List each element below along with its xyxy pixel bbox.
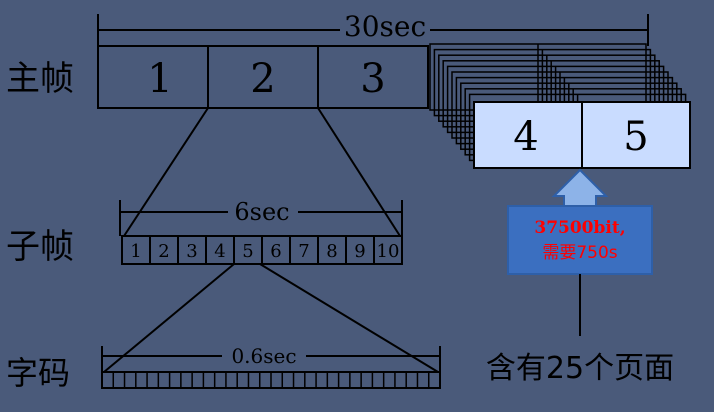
subframe-number: 1 [130, 241, 141, 262]
expansion-lines-main-to-sub [123, 107, 401, 237]
word-label: 字码 [6, 354, 70, 392]
main-frame-cell-1: 1 [147, 56, 172, 102]
subframe-number: 2 [158, 241, 169, 262]
subframe-number: 6 [270, 241, 281, 262]
subframe-number: 3 [186, 241, 197, 262]
word-row [101, 371, 441, 389]
subframe-cell: 7 [289, 235, 319, 265]
page-frame-row: 4 5 [473, 101, 691, 169]
subframe-number: 8 [326, 241, 337, 262]
main-duration-label: 30sec [344, 10, 426, 43]
callout-line-2: 需要750s [542, 243, 617, 263]
word-duration-dimension [101, 346, 441, 372]
subframe-cell: 10 [373, 235, 403, 265]
subframe-cell: 1 [121, 235, 151, 265]
main-frame-label: 主帧 [6, 59, 74, 99]
subframe-number: 9 [354, 241, 365, 262]
main-frame-cell-3: 3 [360, 56, 385, 102]
expansion-lines-sub-to-word [103, 263, 439, 373]
sub-frame-label: 子帧 [6, 227, 74, 267]
subframe-cell: 2 [149, 235, 179, 265]
page-frame-cell-4: 4 [513, 114, 538, 160]
sub-duration-label: 6sec [234, 198, 289, 226]
subframe-number: 5 [242, 241, 253, 262]
callout-arrow [551, 168, 609, 207]
subframe-cell: 9 [345, 235, 375, 265]
subframe-cell: 6 [261, 235, 291, 265]
pages-note: 含有25个页面 [486, 351, 674, 386]
subframe-number: 10 [377, 241, 400, 262]
page-frame-cell-5: 5 [623, 114, 648, 160]
subframe-cell: 4 [205, 235, 235, 265]
main-frame-cell-2: 2 [250, 56, 275, 102]
subframe-cell: 3 [177, 235, 207, 265]
sub-duration-dimension [119, 200, 403, 236]
word-duration-label: 0.6sec [231, 344, 296, 368]
subframe-number: 7 [298, 241, 309, 262]
subframe-cell: 8 [317, 235, 347, 265]
main-duration-dimension [97, 14, 649, 46]
subframe-cell: 5 [233, 235, 263, 265]
callout-box [507, 205, 653, 275]
callout-line-1: 37500bit, [534, 218, 625, 238]
main-frame-row: 1 2 3 [97, 45, 429, 109]
callout: 37500bit, 需要750s [507, 168, 653, 336]
subframe-number: 4 [214, 241, 225, 262]
